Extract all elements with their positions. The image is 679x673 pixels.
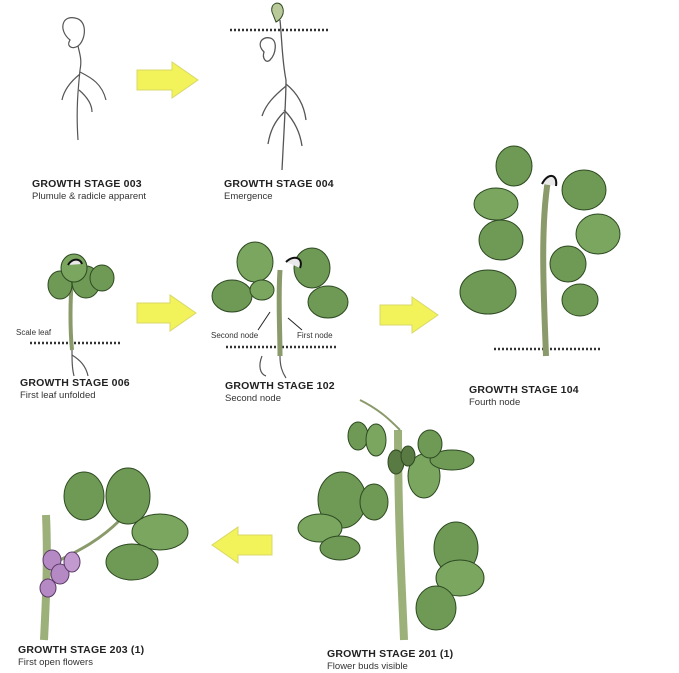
stage-code: GROWTH STAGE 104 [469,384,579,396]
label-second-node: Second node [211,331,259,340]
caption-stage-203: GROWTH STAGE 203 (1) First open flowers [18,644,144,668]
stage-code: GROWTH STAGE 102 [225,380,335,392]
stage-code: GROWTH STAGE 201 (1) [327,648,453,660]
stage-102-plant [212,242,348,378]
caption-stage-104: GROWTH STAGE 104 Fourth node [469,384,579,408]
label-scale-leaf: Scale leaf [16,328,52,337]
caption-stage-102: GROWTH STAGE 102 Second node [225,380,335,404]
arrow-006-to-102 [137,295,196,331]
stage-006-plant [30,254,122,376]
stage-code: GROWTH STAGE 004 [224,178,334,190]
stage-description: Emergence [224,191,334,202]
stage-203-plant [40,468,188,640]
stage-description: First leaf unfolded [20,390,130,401]
stage-description: Plumule & radicle apparent [32,191,146,202]
caption-stage-004: GROWTH STAGE 004 Emergence [224,178,334,202]
stage-description: Second node [225,393,335,404]
stage-description: Fourth node [469,397,579,408]
stage-code: GROWTH STAGE 203 (1) [18,644,144,656]
arrow-201-to-203 [212,527,272,563]
caption-stage-006: GROWTH STAGE 006 First leaf unfolded [20,377,130,401]
stage-description: Flower buds visible [327,661,453,672]
stage-104-plant [460,146,620,356]
stage-004-seedling [230,3,330,170]
stage-003-seedling [62,18,106,140]
stage-code: GROWTH STAGE 003 [32,178,146,190]
arrow-003-to-004 [137,62,198,98]
label-first-node: First node [297,331,333,340]
stage-description: First open flowers [18,657,144,668]
stage-code: GROWTH STAGE 006 [20,377,130,389]
caption-stage-201: GROWTH STAGE 201 (1) Flower buds visible [327,648,453,672]
caption-stage-003: GROWTH STAGE 003 Plumule & radicle appar… [32,178,146,202]
stage-201-plant [298,400,484,640]
arrow-102-to-104 [380,297,438,333]
